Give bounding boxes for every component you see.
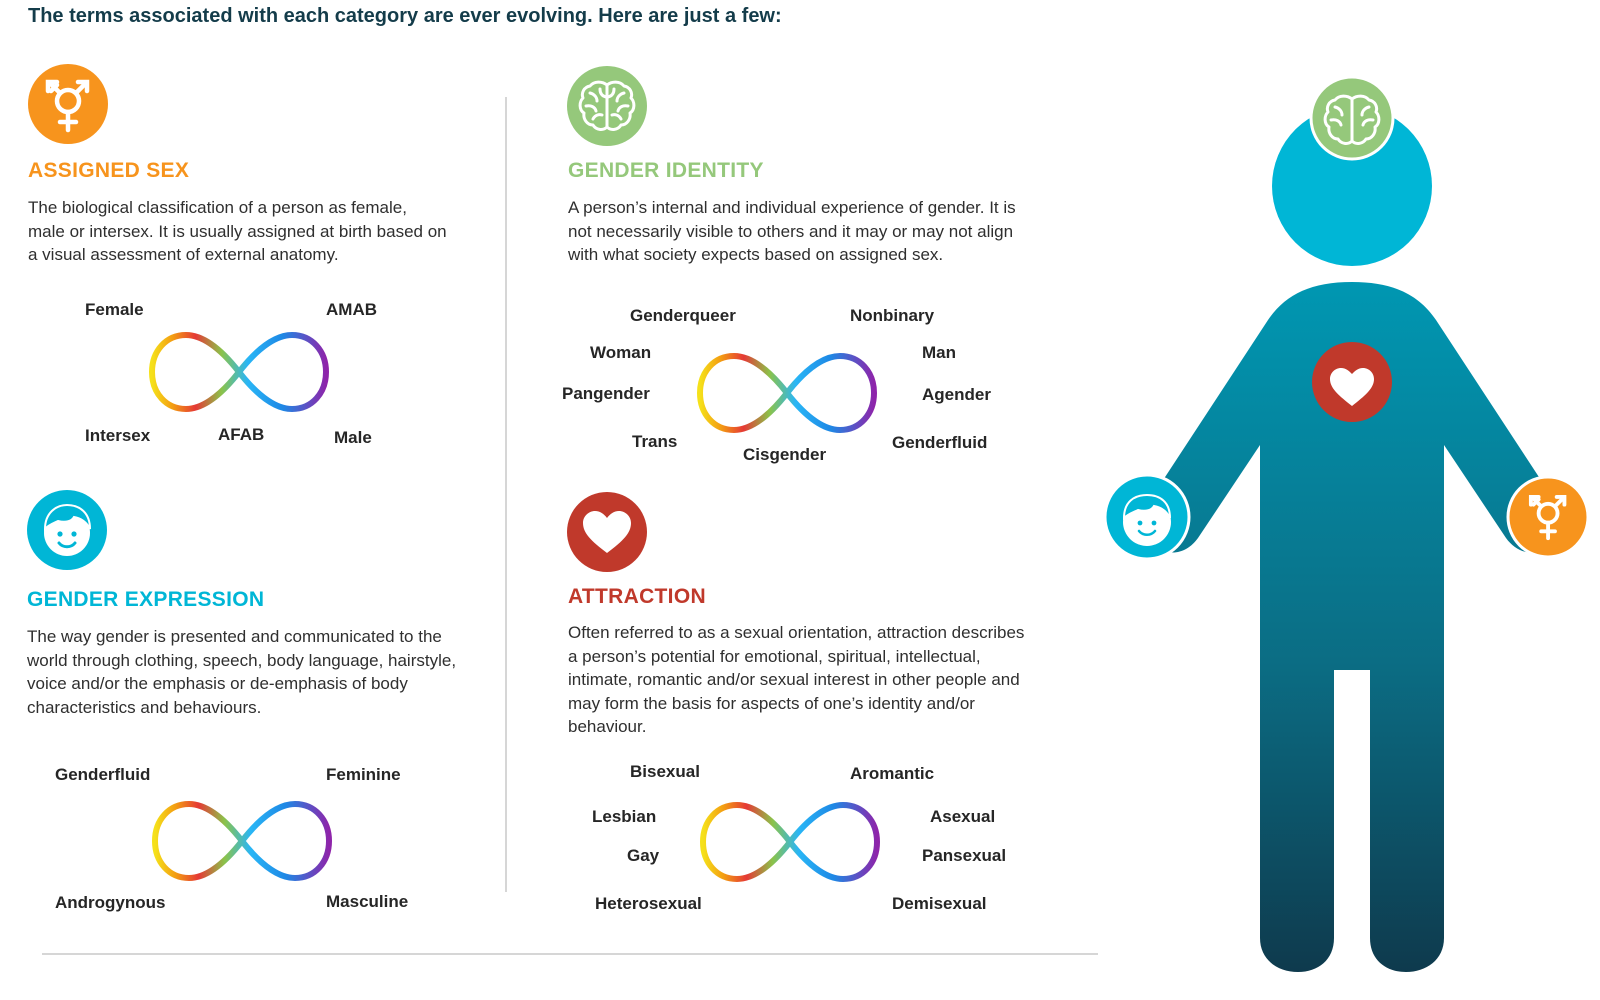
- assigned-sex-title: ASSIGNED SEX: [28, 159, 190, 182]
- gender-expression-infinity-icon: [151, 800, 333, 882]
- term-lesbian: Lesbian: [592, 807, 657, 826]
- term-male: Male: [334, 428, 372, 447]
- term-demisexual: Demisexual: [892, 894, 987, 913]
- figure-brain-icon: [1309, 75, 1395, 161]
- horizontal-divider: [42, 953, 1098, 955]
- term-trans: Trans: [632, 432, 678, 451]
- term-cisgender: Cisgender: [743, 445, 827, 464]
- term-genderfluid-expression: Genderfluid: [55, 765, 151, 784]
- assigned-sex-infinity-icon: [148, 331, 330, 413]
- attraction-title: ATTRACTION: [568, 585, 706, 608]
- vertical-divider: [505, 97, 507, 892]
- term-pangender: Pangender: [562, 384, 650, 403]
- gender-identity-infinity-icon: [696, 352, 878, 434]
- term-nonbinary: Nonbinary: [850, 306, 935, 325]
- gender-identity-description: A person’s internal and individual exper…: [568, 198, 1016, 264]
- term-asexual: Asexual: [930, 807, 996, 826]
- figure-body: [1143, 282, 1561, 972]
- attraction-infinity-icon: [699, 801, 881, 883]
- gender-identity-title: GENDER IDENTITY: [568, 159, 764, 182]
- heart-icon: [567, 492, 647, 572]
- term-bisexual: Bisexual: [630, 762, 700, 781]
- term-gay: Gay: [627, 846, 660, 865]
- term-intersex: Intersex: [85, 426, 151, 445]
- figure-gender-symbol-icon: [1506, 475, 1590, 559]
- term-genderqueer: Genderqueer: [630, 306, 736, 325]
- face-icon: [27, 490, 107, 570]
- figure-head: [1272, 106, 1432, 266]
- term-agender: Agender: [922, 385, 991, 404]
- term-amab: AMAB: [326, 300, 377, 319]
- gender-expression-title: GENDER EXPRESSION: [27, 588, 265, 611]
- attraction-description: Often referred to as a sexual orientatio…: [568, 623, 1025, 736]
- term-genderfluid-identity: Genderfluid: [892, 433, 988, 452]
- term-woman: Woman: [590, 343, 652, 362]
- term-masculine: Masculine: [326, 892, 409, 911]
- term-aromantic: Aromantic: [850, 764, 935, 783]
- gender-symbol-icon: [28, 64, 108, 144]
- gender-expression-description: The way gender is presented and communic…: [27, 627, 457, 717]
- figure-face-icon: [1103, 473, 1191, 561]
- term-androgynous: Androgynous: [55, 893, 166, 912]
- term-man: Man: [922, 343, 956, 362]
- intro-line: The terms associated with each category …: [28, 5, 782, 27]
- figure-heart-icon: [1312, 342, 1392, 422]
- human-figure-illustration: [1103, 75, 1590, 972]
- brain-icon: [567, 66, 647, 146]
- term-female: Female: [85, 300, 144, 319]
- term-feminine: Feminine: [326, 765, 401, 784]
- assigned-sex-description: The biological classification of a perso…: [28, 198, 447, 264]
- term-afab: AFAB: [218, 425, 265, 444]
- term-pansexual: Pansexual: [922, 846, 1007, 865]
- term-heterosexual: Heterosexual: [595, 894, 702, 913]
